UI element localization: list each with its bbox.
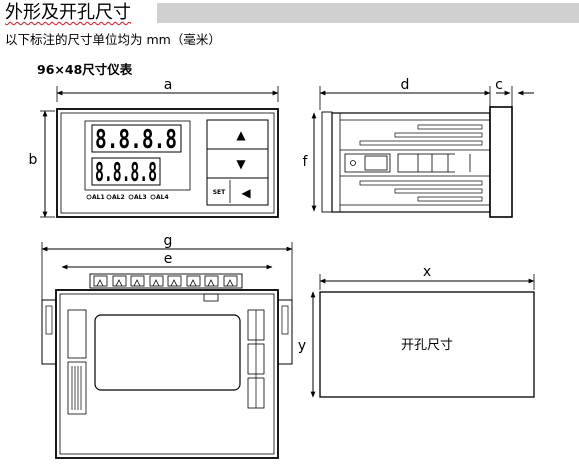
dim-f-label: f [303,154,309,170]
dim-a-label: a [164,77,173,93]
alarm-label-al3: AL3 [134,194,147,201]
shift-button-icon: ◀ [241,186,251,200]
lower-display-frame [91,157,161,186]
front-view [40,86,279,218]
page-title: 外形及开孔尺寸 [3,2,157,24]
dim-b-label: b [29,152,38,168]
dim-g-label: g [164,233,173,249]
housing-outline [55,289,279,459]
dim-y-label: y [298,338,306,354]
header-fill-bar [155,3,579,23]
upper-display-frame [91,124,182,153]
alarm-label-al1: AL1 [92,194,105,201]
top-view [41,242,293,459]
cutout-label: 开孔尺寸 [401,338,453,353]
side-bezel [489,106,513,218]
cutout-rect [319,291,535,398]
dim-d-label: d [401,77,410,93]
front-bezel [56,108,279,218]
lower-display-digits: 8.8.8.8 [95,158,157,188]
down-button-icon: ▼ [236,157,246,171]
up-button-icon: ▲ [236,128,246,142]
label-recess [94,314,241,391]
upper-display-digits: 8.8.8.8 [95,125,177,155]
dim-x-label: x [423,264,431,280]
section-label: 96×48尺寸仪表 [37,62,133,77]
units-note: 以下标注的尺寸单位均为 mm（毫米） [5,32,221,47]
alarm-label-al2: AL2 [112,194,125,201]
display-window [84,120,191,191]
header-bar: 外形及开孔尺寸 [0,0,579,26]
dim-e-label: e [164,251,173,267]
dim-c-label: c [495,77,503,93]
panel-cutout [310,274,535,398]
side-housing [331,112,491,213]
side-view [311,86,534,218]
terminal-strip [89,273,243,289]
set-button-label: SET [213,189,226,196]
alarm-label-al4: AL4 [156,194,169,201]
